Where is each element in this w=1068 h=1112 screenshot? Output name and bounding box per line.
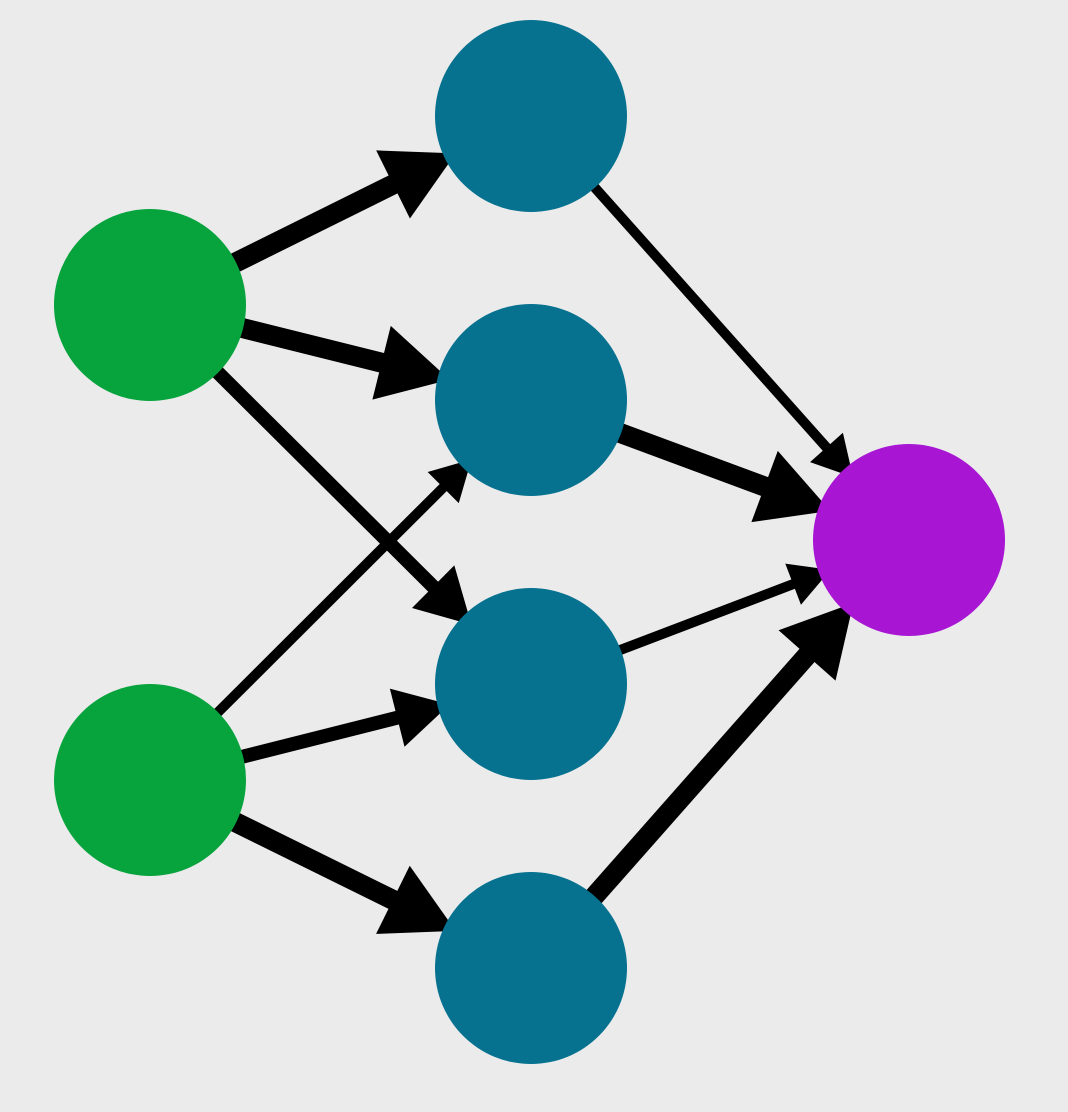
edge-line xyxy=(209,173,402,283)
edge-hidden-2-to-output-1 xyxy=(594,415,831,523)
edge-input-1-to-hidden-1 xyxy=(209,150,456,283)
edge-line xyxy=(216,312,388,374)
hidden-node-1 xyxy=(435,20,627,212)
edge-hidden-4-to-output-1 xyxy=(570,602,854,922)
edge-input-1-to-hidden-3 xyxy=(195,350,472,625)
edge-line xyxy=(574,165,833,454)
node-layer xyxy=(54,20,1005,1064)
output-node-1 xyxy=(813,444,1005,636)
arrowhead xyxy=(810,432,854,478)
arrowhead xyxy=(778,602,854,681)
arrowhead xyxy=(376,150,456,219)
arrowhead xyxy=(427,459,472,504)
edge-line xyxy=(570,645,818,922)
arrowhead xyxy=(751,450,831,523)
edge-input-2-to-hidden-3 xyxy=(217,688,450,770)
input-node-1 xyxy=(54,209,246,401)
arrowhead xyxy=(412,565,472,625)
edge-layer xyxy=(195,150,854,934)
hidden-node-2 xyxy=(435,304,627,496)
edge-hidden-1-to-output-1 xyxy=(574,165,854,478)
edge-input-1-to-hidden-2 xyxy=(216,312,450,400)
edge-input-2-to-hidden-4 xyxy=(209,802,456,934)
edge-line xyxy=(209,802,401,911)
hidden-node-4 xyxy=(435,872,627,1064)
input-node-2 xyxy=(54,684,246,876)
arrowhead xyxy=(376,865,456,934)
edge-input-2-to-hidden-2 xyxy=(196,459,472,734)
edge-line xyxy=(195,350,441,595)
arrowhead xyxy=(389,688,450,747)
edge-line xyxy=(594,415,772,498)
arrowhead xyxy=(372,325,450,400)
edge-line xyxy=(196,481,450,734)
edge-line xyxy=(217,709,403,770)
hidden-node-3 xyxy=(435,588,627,780)
edge-line xyxy=(595,578,799,664)
